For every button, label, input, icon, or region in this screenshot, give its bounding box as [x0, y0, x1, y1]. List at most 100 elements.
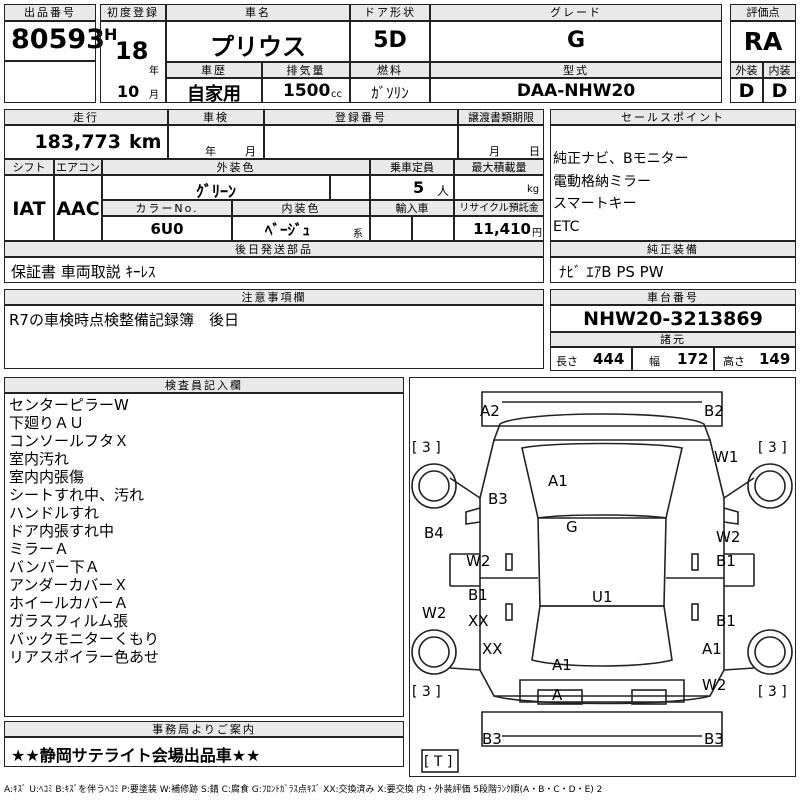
damage-mark: W1 — [714, 448, 739, 466]
import-box-1 — [370, 216, 412, 241]
genuine-equipment: ﾅﾋﾞ ｴｱB PS PW — [559, 263, 664, 281]
lot-no: 80593 — [11, 24, 105, 55]
damage-mark: B3 — [488, 490, 508, 508]
damage-mark: A1 — [548, 472, 568, 490]
grade-box: G — [430, 21, 722, 62]
int-color-label: 内装色 — [232, 200, 370, 216]
import-box-2 — [412, 216, 454, 241]
capacity-box: 5 人 — [370, 175, 454, 200]
notes-label: 注意事項欄 — [4, 289, 544, 305]
car-name-label: 車名 — [166, 4, 350, 21]
damage-mark: B1 — [468, 586, 488, 604]
insp-month-unit: 月 — [245, 145, 256, 158]
tire-mark: [ 3 ] — [412, 440, 441, 456]
history-box: 自家用 — [166, 78, 262, 105]
inspection-label: 車検 — [168, 109, 264, 125]
genuine-box: ﾅﾋﾞ ｴｱB PS PW — [550, 257, 796, 283]
recycle-label: リサイクル預託金 — [454, 200, 544, 216]
recycle-box: 11,410 円 — [454, 216, 544, 241]
fuel-label: 燃料 — [350, 62, 430, 78]
capacity-unit: 人 — [437, 184, 450, 198]
ext-score-box: D — [730, 78, 763, 103]
damage-mark: XX — [482, 640, 503, 658]
height: 149 — [759, 350, 791, 368]
ext-score: D — [738, 80, 755, 102]
damage-mark: A1 — [702, 640, 722, 658]
damage-mark: B1 — [716, 552, 736, 570]
displacement: 1500 — [283, 81, 331, 101]
inspector-item: リアスポイラー色あせ — [9, 648, 160, 666]
mileage-label: 走行 — [4, 109, 168, 125]
damage-mark: A — [552, 686, 563, 704]
damage-mark: B3 — [482, 730, 502, 748]
shift-label: シフト — [4, 159, 54, 175]
reg-no-label: 登録番号 — [264, 109, 458, 125]
ext-label: 外装 — [730, 62, 763, 78]
sales-points-label: セールスポイント — [550, 109, 796, 125]
sales-points-list: 純正ナビ、Bモニター 電動格納ミラー スマートキー ETC — [550, 125, 796, 241]
legend: A:ｷｽﾞ U:ﾍｺﾐ B:ｷｽﾞを伴うﾍｺﾐ P:要塗装 W:補修跡 S:錆 … — [4, 785, 603, 795]
history-label: 車歴 — [166, 62, 262, 78]
damage-mark: G — [566, 518, 578, 536]
length-label: 長さ — [556, 355, 578, 368]
office-box: ★★静岡サテライト会場出品車★★ — [4, 737, 404, 767]
grade: G — [566, 28, 586, 53]
import-label: 輸入車 — [370, 200, 454, 216]
ac-label: エアコン — [54, 159, 102, 175]
chassis-box: NHW20-3213869 — [550, 305, 796, 332]
width-box: 幅 172 — [632, 347, 714, 371]
int-color-box: ﾍﾞｰｼﾞｭ 系 — [232, 216, 370, 241]
transfer-label: 譲渡書類期限 — [458, 109, 544, 125]
int-score-box: D — [763, 78, 796, 103]
damage-mark: A2 — [480, 402, 500, 420]
sales-point-item: 純正ナビ、Bモニター — [553, 151, 689, 167]
tire-mark: [ T ] — [424, 754, 453, 770]
car-name: プリウス — [210, 33, 306, 61]
displacement-label: 排気量 — [262, 62, 350, 78]
score-label: 評価点 — [730, 4, 796, 21]
dims-label: 諸元 — [550, 332, 796, 347]
ac-box: AAC — [54, 175, 102, 241]
inspector-item: バンパー下Ａ — [9, 558, 100, 576]
transfer-day-unit: 日 — [529, 145, 540, 158]
width: 172 — [677, 350, 709, 368]
inspector-item: ドア内張すれ中 — [9, 522, 115, 540]
office-note: ★★静岡サテライト会場出品車★★ — [11, 746, 261, 765]
damage-mark: XX — [468, 612, 489, 630]
max-load-unit: kg — [527, 184, 540, 195]
first-reg-label: 初度登録 — [100, 4, 166, 21]
ext-color: ｸﾞﾘｰﾝ — [195, 182, 236, 201]
insp-year-unit: 年 — [205, 145, 216, 158]
shift-box: IAT — [4, 175, 54, 241]
int-color: ﾍﾞｰｼﾞｭ — [265, 221, 311, 239]
ac: AAC — [56, 198, 100, 220]
lot-no-blank — [4, 61, 96, 103]
car-outline — [411, 391, 793, 773]
height-box: 高さ 149 — [714, 347, 796, 371]
grade-label: グレード — [430, 4, 722, 21]
displacement-unit: cc — [331, 89, 342, 100]
recycle-unit: 円 — [532, 228, 542, 239]
displacement-box: 1500 cc — [262, 78, 350, 103]
damage-diagram: A2 B2 W1 B3 A1 G B4 W2 W2 B1 B1 U1 XX W2… — [409, 377, 796, 777]
history: 自家用 — [187, 84, 241, 105]
model-label: 型式 — [430, 62, 722, 78]
first-reg-box: H 18 年 10 月 — [100, 21, 166, 103]
fuel: ｶﾞｿﾘﾝ — [371, 84, 409, 102]
reg-year-unit: 年 — [149, 66, 159, 77]
sales-point-item: 電動格納ミラー — [553, 173, 651, 190]
door-label: ドア形状 — [350, 4, 430, 21]
damage-mark: B3 — [704, 730, 724, 748]
ext-color-label: 外装色 — [102, 159, 370, 175]
later-parts-box: 保証書 車両取説 ｷｰﾚｽ — [4, 257, 544, 283]
inspector-item: ガラスフィルム張 — [9, 612, 129, 630]
era: H — [104, 25, 118, 44]
inspector-item: ハンドルすれ — [9, 504, 100, 522]
transfer-box: 月 日 — [458, 125, 544, 159]
color-no-box: 6U0 — [102, 216, 232, 241]
damage-mark: B4 — [424, 524, 444, 542]
door: 5D — [373, 28, 407, 53]
capacity: 5 — [413, 178, 425, 197]
door-box: 5D — [350, 21, 430, 62]
inspector-item: アンダーカバーＸ — [9, 576, 129, 594]
